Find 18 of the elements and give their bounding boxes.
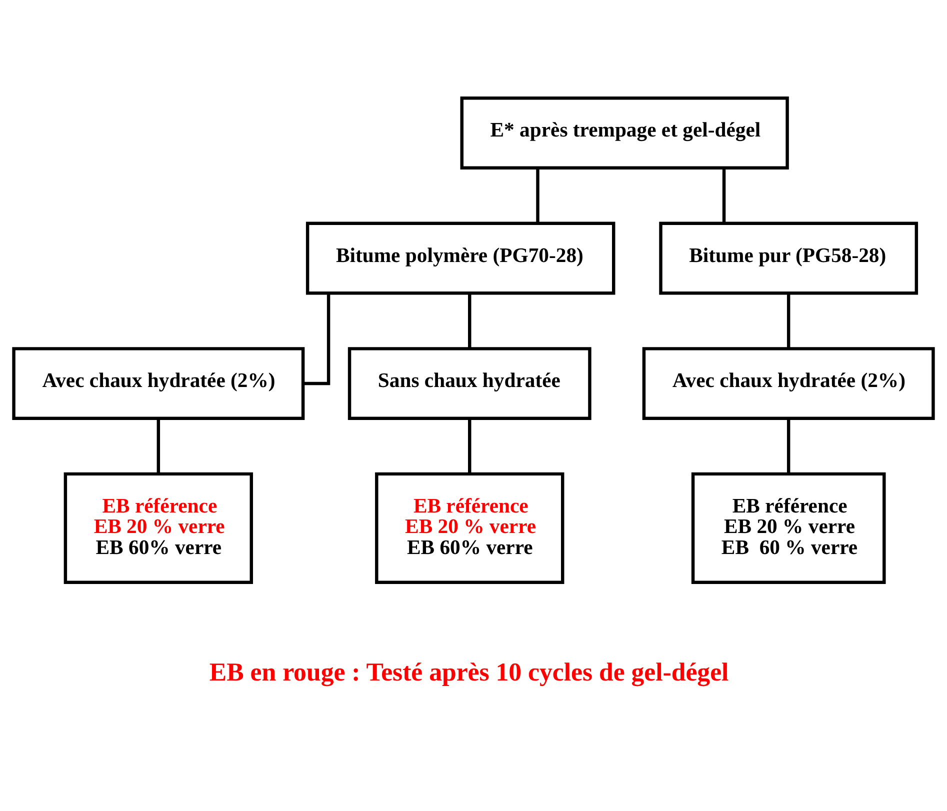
node-box: EB référence EB 20 % verre EB 60% verre	[375, 472, 564, 584]
connector	[468, 293, 472, 348]
connector	[786, 418, 790, 474]
label: EB en rouge : Testé après 10 cycles de gel-dégel	[209, 658, 729, 687]
node-box: EB référence EB 20 % verre EB 60 % verre	[691, 472, 886, 584]
node-box: Sans chaux hydratée	[348, 347, 592, 420]
connector	[722, 168, 726, 224]
node-box: EB référence EB 20 % verre EB 60% verre	[64, 472, 254, 584]
connector	[156, 418, 160, 474]
node-box: Bitume pur (PG58-28)	[659, 222, 918, 295]
connector	[536, 168, 540, 224]
node-box: Avec chaux hydratée (2%)	[642, 347, 935, 420]
connector	[468, 418, 472, 474]
node-box: E* après trempage et gel-dégel	[460, 96, 789, 170]
node-box: Avec chaux hydratée (2%)	[12, 347, 305, 420]
connector	[786, 293, 790, 348]
node-box: Bitume polymère (PG70-28)	[306, 222, 616, 295]
connector	[303, 293, 330, 386]
